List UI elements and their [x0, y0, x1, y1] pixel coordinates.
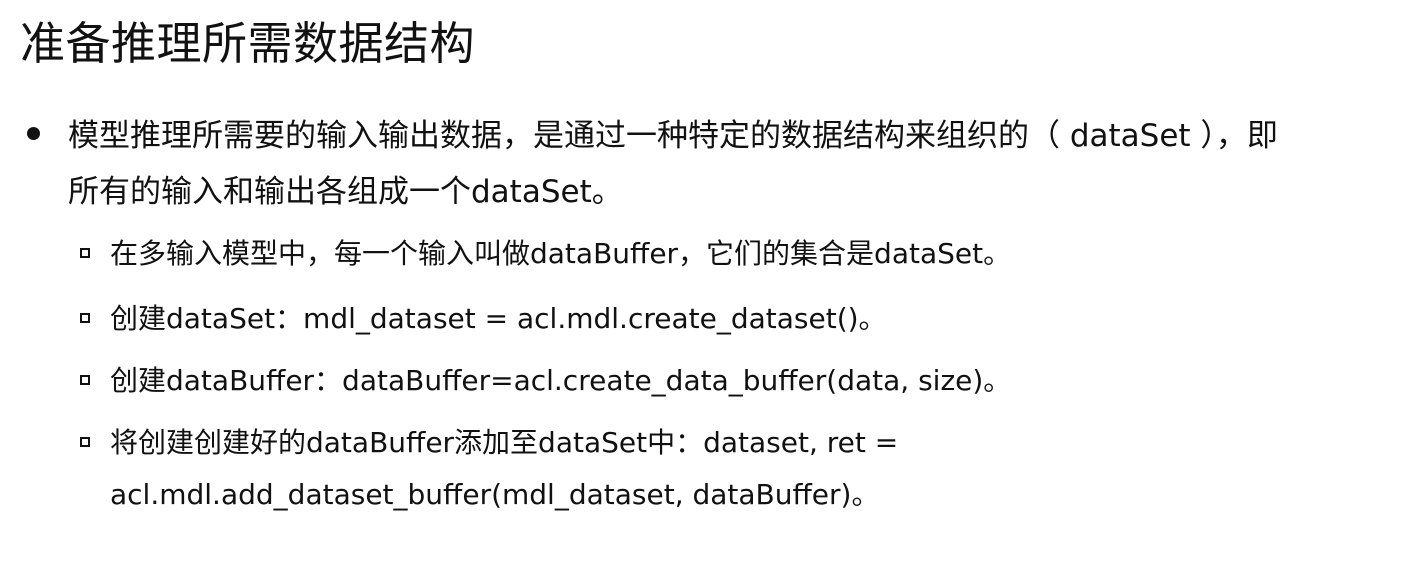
sub-bullet-text: 在多输入模型中，每一个输入叫做dataBuffer，它们的集合是dataSet。: [110, 228, 1011, 280]
sub-bullet-line: 创建dataBuffer：dataBuffer=acl.create_data_…: [110, 364, 1012, 397]
sub-bullet-text: 创建dataSet：mdl_dataset = acl.mdl.create_d…: [110, 293, 887, 345]
main-bullet-line-1: 模型推理所需要的输入输出数据，是通过一种特定的数据结构来组织的（ dataSet…: [68, 118, 1278, 154]
sub-bullet-line: 将创建创建好的dataBuffer添加至dataSet中：dataset, re…: [110, 426, 899, 459]
main-bullet-line-2: 所有的输入和输出各组成一个dataSet。: [68, 174, 623, 210]
square-bullet-icon: [80, 313, 90, 323]
sub-bullet-line: 在多输入模型中，每一个输入叫做dataBuffer，它们的集合是dataSet。: [110, 237, 1012, 270]
square-bullet-icon: [80, 248, 90, 258]
square-bullet-icon: [80, 437, 90, 447]
sub-bullet-line: 创建dataSet：mdl_dataset = acl.mdl.create_d…: [110, 302, 887, 335]
sub-bullet-line: acl.mdl.add_dataset_buffer(mdl_dataset, …: [110, 478, 880, 511]
page-title: 准备推理所需数据结构: [20, 17, 476, 70]
square-bullet-icon: [80, 375, 90, 385]
bullet-dot-icon: [27, 127, 40, 140]
main-bullet-text: 模型推理所需要的输入输出数据，是通过一种特定的数据结构来组织的（ dataSet…: [68, 108, 1398, 220]
sub-bullet-text: 将创建创建好的dataBuffer添加至dataSet中：dataset, re…: [110, 417, 898, 521]
sub-bullet-text: 创建dataBuffer：dataBuffer=acl.create_data_…: [110, 355, 1011, 407]
